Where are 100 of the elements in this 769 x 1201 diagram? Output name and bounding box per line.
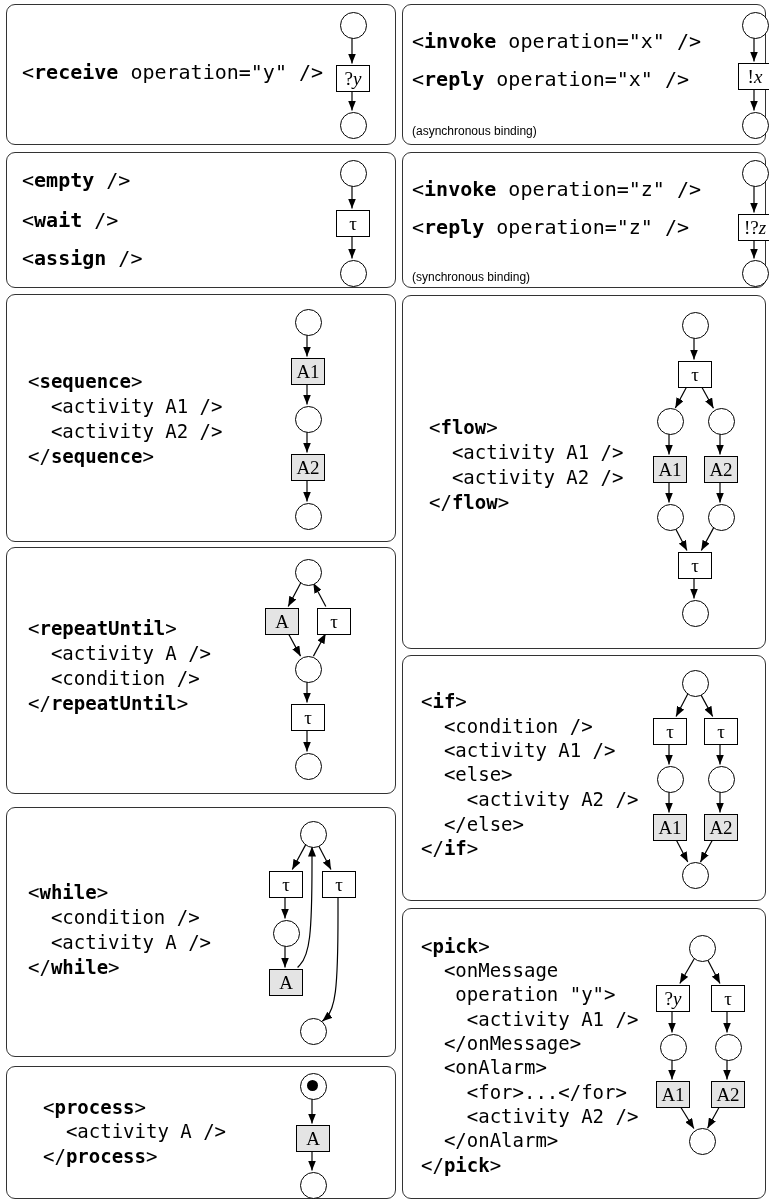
transition-box: τ — [678, 551, 712, 579]
place-circle — [294, 558, 322, 586]
arrow — [668, 1009, 676, 1034]
arrow — [303, 382, 311, 406]
arrow — [317, 844, 332, 871]
transition-box: A2 — [711, 1080, 745, 1108]
arrow — [321, 895, 339, 1022]
arrow — [690, 336, 698, 361]
arrow — [674, 527, 688, 552]
arrow — [296, 845, 316, 969]
code-line: </pick> — [421, 1153, 502, 1177]
arrow — [699, 838, 714, 863]
transition-box: τ — [653, 717, 687, 745]
code-line: <activity A /> — [49, 930, 212, 954]
place-circle — [339, 259, 367, 287]
transition-box: τ — [678, 360, 712, 388]
place-circle — [656, 503, 684, 531]
transition-box: τ — [322, 870, 356, 898]
code-line: <pick> — [421, 934, 490, 958]
transition-box: τ — [711, 984, 745, 1012]
code-line: </sequence> — [28, 444, 154, 468]
code-line: <while> — [28, 880, 109, 904]
place-circle — [294, 308, 322, 336]
place-circle — [707, 765, 735, 793]
code-line: <invoke operation="x" /> — [412, 29, 701, 53]
transition-box: A1 — [653, 455, 687, 483]
code-line: <reply operation="x" /> — [412, 67, 689, 91]
place-circle — [294, 405, 322, 433]
transition-box: τ — [291, 703, 325, 731]
place-circle — [299, 1171, 327, 1199]
place-circle — [339, 11, 367, 39]
code-line: <if> — [421, 689, 467, 713]
arrow — [303, 680, 311, 704]
place-circle — [741, 11, 769, 39]
transition-box: τ — [269, 870, 303, 898]
arrow — [303, 430, 311, 454]
code-line: <activity A1 /> — [442, 738, 616, 762]
code-line: <activity A1 /> — [450, 440, 624, 464]
code-line: </else> — [442, 812, 524, 836]
code-line: <repeatUntil> — [28, 616, 177, 640]
code-line: <activity A1 /> — [49, 394, 223, 418]
transition-box: A1 — [653, 813, 687, 841]
code-line: <assign /> — [22, 246, 143, 270]
transition-box: A — [296, 1124, 330, 1152]
binding-note: (synchronous binding) — [412, 270, 531, 285]
place-circle — [294, 752, 322, 780]
arrow — [312, 632, 327, 657]
transition-box: A — [265, 607, 299, 635]
place-circle — [681, 669, 709, 697]
arrow — [281, 944, 289, 969]
place-circle — [294, 502, 322, 530]
transition-box: A — [269, 968, 303, 996]
arrow — [665, 790, 673, 814]
arrow — [716, 432, 724, 456]
arrow — [750, 36, 758, 63]
place-circle — [688, 934, 716, 962]
code-line: <invoke operation="z" /> — [412, 177, 701, 201]
code-panel — [402, 908, 766, 1199]
transition-box: τ — [317, 607, 351, 635]
arrow — [303, 728, 311, 753]
arrow — [303, 478, 311, 503]
place-circle — [299, 1017, 327, 1045]
arrow — [348, 184, 356, 210]
arrow — [679, 958, 695, 985]
arrow — [750, 87, 758, 112]
code-line: </onMessage> — [442, 1031, 582, 1055]
code-line: </process> — [43, 1144, 158, 1168]
arrow — [281, 895, 289, 920]
arrow — [699, 693, 714, 718]
transition-box: A1 — [656, 1080, 690, 1108]
arrow — [750, 184, 758, 214]
arrow — [716, 480, 724, 504]
code-line: <process> — [43, 1095, 146, 1119]
transition-box: τ — [336, 209, 370, 237]
place-circle — [299, 820, 327, 848]
code-line: </repeatUntil> — [28, 691, 189, 715]
code-line: <for>...</for> — [465, 1080, 627, 1104]
arrow — [668, 1058, 676, 1081]
code-line: <else> — [442, 762, 513, 786]
code-line: </while> — [28, 955, 120, 979]
arrow — [674, 385, 688, 409]
transition-box: ?y — [336, 64, 370, 92]
code-line: <wait /> — [22, 208, 119, 232]
transition-box: τ — [704, 717, 738, 745]
place-circle — [659, 1033, 687, 1061]
code-panel — [402, 4, 766, 145]
code-line: <condition /> — [442, 714, 593, 738]
code-panel — [6, 1066, 396, 1199]
code-line: </onAlarm> — [442, 1128, 559, 1152]
code-line: <activity A2 /> — [49, 419, 223, 443]
place-circle — [681, 861, 709, 889]
arrow — [665, 432, 673, 456]
place-circle — [741, 111, 769, 139]
transition-box: ?y — [656, 984, 690, 1012]
arrow — [679, 1105, 695, 1130]
transition-box: !?z — [738, 213, 769, 241]
arrow — [665, 480, 673, 504]
code-panel — [6, 294, 396, 542]
arrow — [675, 838, 689, 863]
code-line: <activity A /> — [64, 1119, 227, 1143]
